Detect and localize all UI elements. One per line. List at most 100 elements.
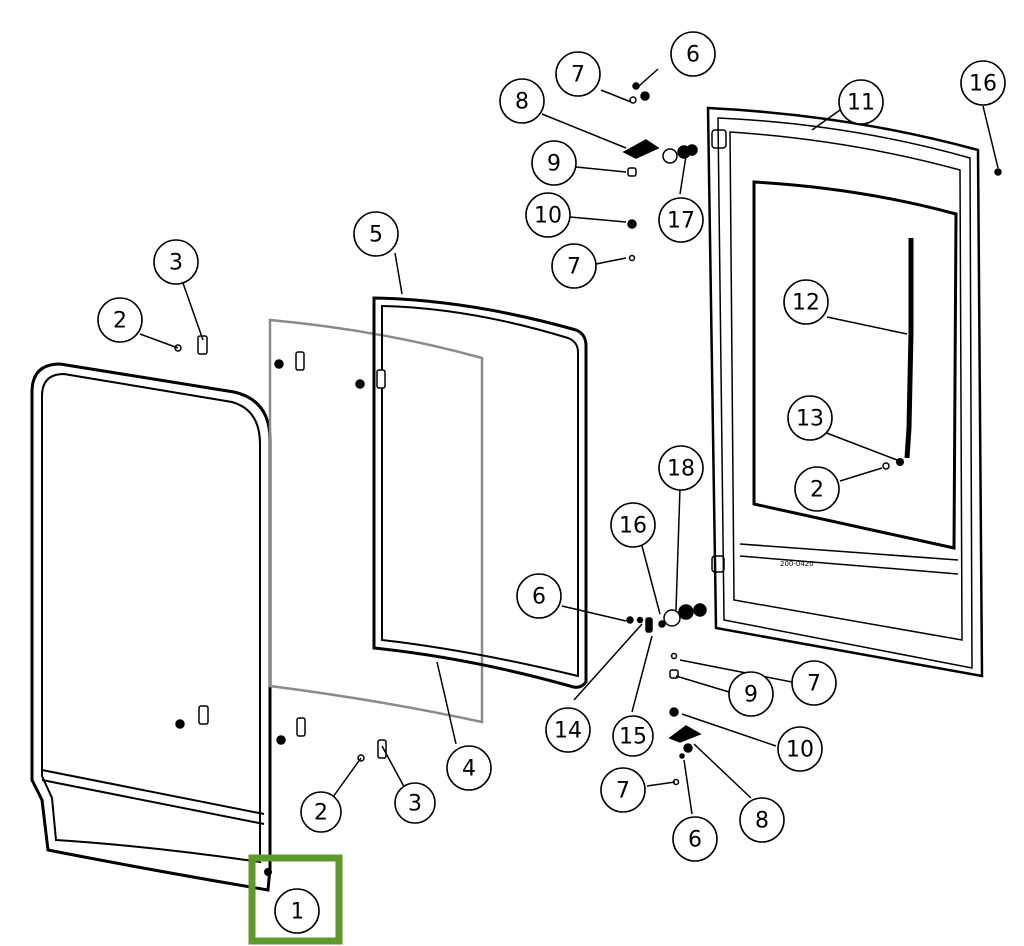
callout-circle xyxy=(555,51,601,97)
callout-circle xyxy=(612,715,654,757)
outer-door-frame xyxy=(30,362,272,892)
callout-circle xyxy=(300,791,342,833)
rear-door-panel: 200-0420 xyxy=(706,106,984,678)
callout-circle xyxy=(658,197,704,243)
callout-circle xyxy=(777,726,823,772)
callout-label: 3 xyxy=(408,792,422,817)
callout-label: 6 xyxy=(686,43,700,68)
callout-circle xyxy=(446,745,492,791)
callout-c7c: 7 xyxy=(791,660,837,706)
callout-label: 13 xyxy=(796,407,824,432)
callout-circle xyxy=(525,192,571,238)
callout-label: 16 xyxy=(969,72,997,97)
callout-highlight-box xyxy=(248,854,343,945)
callout-label: 2 xyxy=(113,309,127,334)
callout-label: 18 xyxy=(667,457,695,482)
callout-label: 8 xyxy=(515,90,529,115)
callout-c9a: 9 xyxy=(531,140,577,186)
callout-c7d: 7 xyxy=(600,767,646,813)
callout-c6b: 6 xyxy=(516,573,562,619)
callout-label: 14 xyxy=(554,719,582,744)
callout-label: 16 xyxy=(619,514,647,539)
callout-label: 10 xyxy=(534,204,562,229)
callout-label: 5 xyxy=(369,223,383,248)
leader-lines xyxy=(139,68,999,815)
callout-circle xyxy=(153,239,199,285)
callout-c14: 14 xyxy=(545,707,591,753)
callout-c16a: 16 xyxy=(960,60,1006,106)
callout-label: 7 xyxy=(616,779,630,804)
callout-c12: 12 xyxy=(783,279,829,325)
callout-circle xyxy=(794,466,840,512)
callout-label: 7 xyxy=(567,255,581,280)
callout-c10a: 10 xyxy=(525,192,571,238)
callout-c9b: 9 xyxy=(728,671,774,717)
callout-label: 8 xyxy=(755,809,769,834)
callout-circle xyxy=(394,782,436,824)
callout-circle xyxy=(545,707,591,753)
glass-pane xyxy=(268,318,484,724)
glass-seal-frame xyxy=(372,296,588,689)
callout-label: 12 xyxy=(792,291,820,316)
callout-c7a: 7 xyxy=(555,51,601,97)
callout-circle xyxy=(274,888,320,934)
callout-c5: 5 xyxy=(353,211,399,257)
top-hinge-hardware xyxy=(622,82,1002,262)
callout-c4: 4 xyxy=(446,745,492,791)
callout-circle xyxy=(787,395,833,441)
callout-label: 10 xyxy=(786,738,814,763)
callout-c1: 1 xyxy=(274,888,320,934)
callout-c2b: 2 xyxy=(300,791,342,833)
callout-circle xyxy=(610,502,656,548)
callout-c16b: 16 xyxy=(610,502,656,548)
callout-c8a: 8 xyxy=(499,78,545,124)
callout-label: 17 xyxy=(667,209,695,234)
callout-label: 11 xyxy=(847,91,875,116)
callout-c11: 11 xyxy=(838,79,884,125)
callout-label: 6 xyxy=(688,828,702,853)
callout-label: 7 xyxy=(807,672,821,697)
bottom-hinge-hardware xyxy=(626,603,707,786)
callout-circle xyxy=(353,211,399,257)
callout-c6a: 6 xyxy=(670,31,716,77)
callout-c3b: 3 xyxy=(394,782,436,824)
callout-label: 9 xyxy=(744,683,758,708)
callout-c18: 18 xyxy=(658,445,704,491)
callout-label: 2 xyxy=(810,478,824,503)
handle-bar xyxy=(882,238,914,470)
callout-circle xyxy=(672,816,718,862)
callout-circle xyxy=(516,573,562,619)
callout-c3a: 3 xyxy=(153,239,199,285)
callout-circle xyxy=(783,279,829,325)
callout-circle xyxy=(531,140,577,186)
callout-label: 6 xyxy=(532,585,546,610)
callout-label: 2 xyxy=(314,801,328,826)
callout-circle xyxy=(960,60,1006,106)
callout-circle xyxy=(838,79,884,125)
callout-c6c: 6 xyxy=(672,816,718,862)
callout-c2a: 2 xyxy=(97,297,143,343)
callout-c2c: 2 xyxy=(794,466,840,512)
callout-circle xyxy=(499,78,545,124)
callout-circle xyxy=(670,31,716,77)
callout-circle xyxy=(728,671,774,717)
panel-code: 200-0420 xyxy=(780,560,814,568)
callout-circle xyxy=(600,767,646,813)
callout-label: 3 xyxy=(169,251,183,276)
callout-label: 4 xyxy=(462,757,476,782)
callout-c8b: 8 xyxy=(739,797,785,843)
callout-label: 1 xyxy=(290,900,303,925)
callout-circle xyxy=(658,445,704,491)
callout-circle xyxy=(791,660,837,706)
callout-c7b: 7 xyxy=(551,243,597,289)
callout-label: 9 xyxy=(547,152,561,177)
callout-circle xyxy=(97,297,143,343)
callout-c10b: 10 xyxy=(777,726,823,772)
callout-label: 7 xyxy=(571,63,585,88)
callout-c13: 13 xyxy=(787,395,833,441)
callout-c17: 17 xyxy=(658,197,704,243)
callout-circle xyxy=(551,243,597,289)
callout-c15: 15 xyxy=(612,715,654,757)
